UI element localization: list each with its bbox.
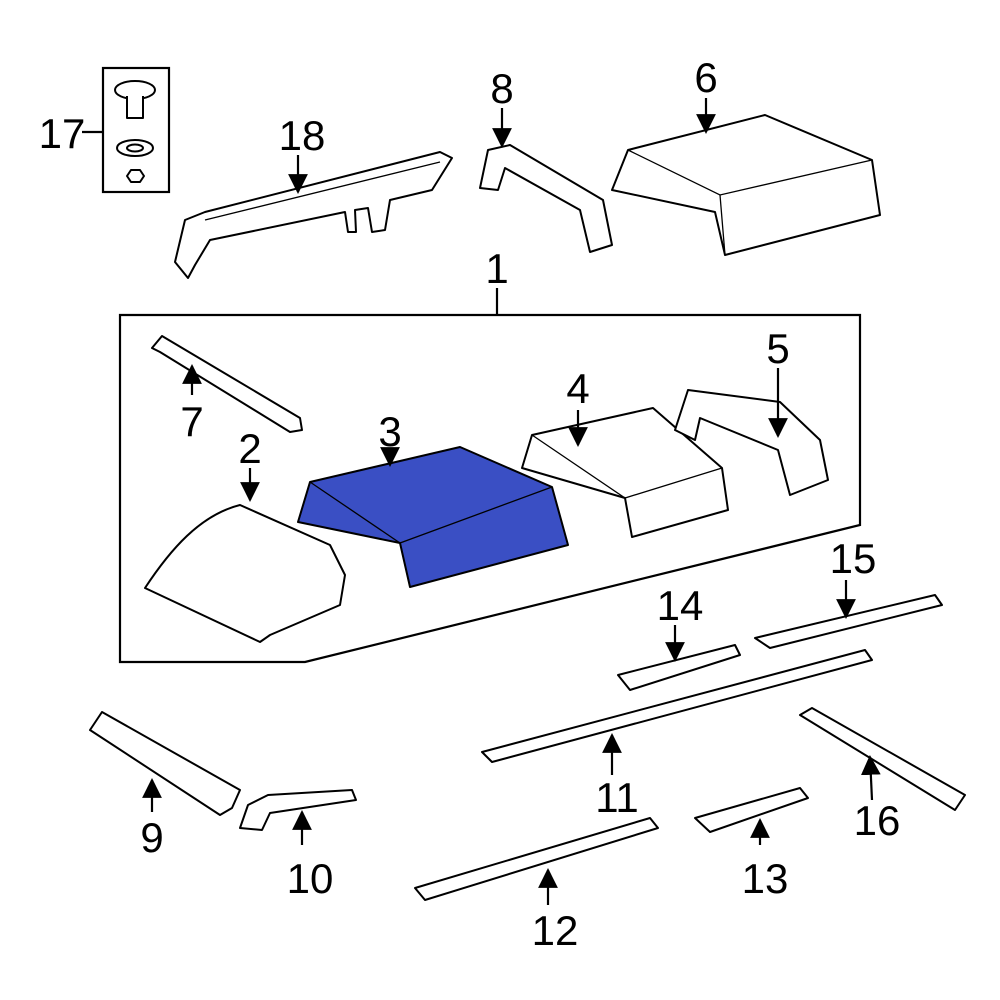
callout-12: 12 [532, 907, 579, 954]
part-9-cross-member [89, 711, 241, 816]
callout-8: 8 [490, 65, 513, 112]
callout-9: 9 [140, 814, 163, 861]
callout-1: 1 [485, 245, 508, 292]
part-2-front-cap [144, 504, 346, 643]
callout-13: 13 [742, 855, 789, 902]
part-13-bracket [694, 787, 809, 833]
part-3-highlighted-panel [297, 446, 569, 588]
callout-11: 11 [595, 774, 639, 821]
part-14-rail [617, 644, 741, 691]
part-10-bracket [239, 789, 357, 831]
leader-lines [82, 98, 881, 905]
hardware-box [101, 66, 171, 194]
callout-labels: 1 2 3 4 5 6 7 8 9 10 11 12 13 14 15 16 1… [39, 54, 901, 954]
callout-17: 17 [39, 110, 86, 157]
part-5-rear-bow [674, 389, 829, 496]
callout-15: 15 [830, 535, 877, 582]
assembly-frame [118, 313, 862, 664]
part-16-rail [799, 707, 966, 811]
callout-3: 3 [378, 408, 401, 455]
part-8-bow [479, 144, 613, 253]
callout-2: 2 [238, 425, 261, 472]
part-17-hardware [114, 80, 156, 183]
callout-16: 16 [854, 797, 901, 844]
callout-18: 18 [279, 112, 326, 159]
part-12-rail [414, 817, 659, 901]
part-6-panel [611, 114, 881, 256]
part-15-rail [754, 594, 943, 649]
callout-6: 6 [694, 54, 717, 101]
callout-10: 10 [287, 855, 334, 902]
callout-4: 4 [566, 365, 589, 412]
part-7-bow [151, 335, 303, 433]
callout-7: 7 [180, 398, 203, 445]
part-11-rail [481, 649, 873, 763]
callout-14: 14 [657, 582, 704, 629]
part-18-rail [174, 151, 453, 279]
callout-5: 5 [766, 325, 789, 372]
